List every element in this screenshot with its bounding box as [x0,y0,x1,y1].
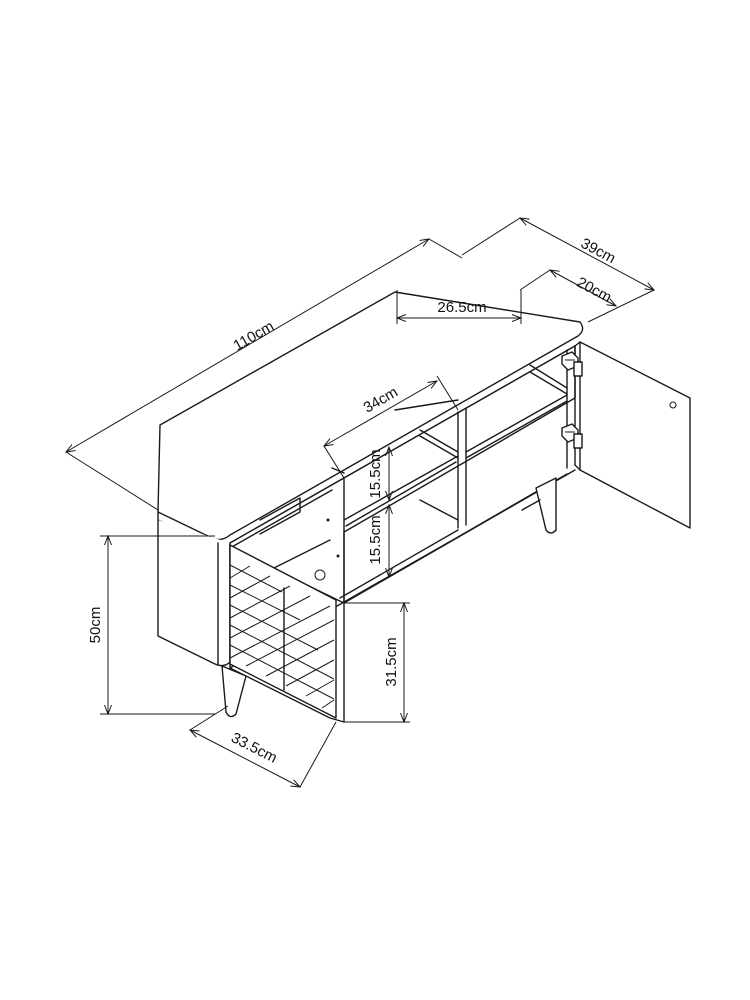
shelf-upper [343,394,568,527]
dim-15-5cm-lower: 15.5cm [367,505,389,577]
dim-33-5cm: 33.5cm [190,705,337,787]
left-door [229,544,337,719]
dim-label-110cm: 110cm [230,318,277,355]
dim-label-15-5cm-lower: 15.5cm [367,515,384,564]
dim-15-5cm-upper: 15.5cm [367,447,389,500]
right-door [561,341,691,529]
dim-50cm: 50cm [87,536,215,714]
hinge-icon [561,423,583,449]
leg-icon [521,477,557,534]
dim-label-33-5cm: 33.5cm [228,729,280,766]
dim-label-20cm: 20cm [574,274,614,306]
leg-icon [221,665,247,718]
door-slats [229,564,335,709]
dim-label-50cm: 50cm [87,607,104,644]
dim-31-5cm: 31.5cm [344,603,410,722]
cabinet-body [157,291,584,723]
dim-26-5cm: 26.5cm [397,290,521,324]
dim-label-39cm: 39cm [578,235,618,267]
dim-20cm: 20cm [519,270,616,306]
dim-label-31-5cm: 31.5cm [383,637,400,686]
left-end-panel [157,520,231,667]
dim-39cm: 39cm [461,218,654,323]
dim-label-15-5cm-upper: 15.5cm [367,449,384,498]
dim-label-26-5cm: 26.5cm [437,299,486,316]
hinge-icon [561,351,583,377]
